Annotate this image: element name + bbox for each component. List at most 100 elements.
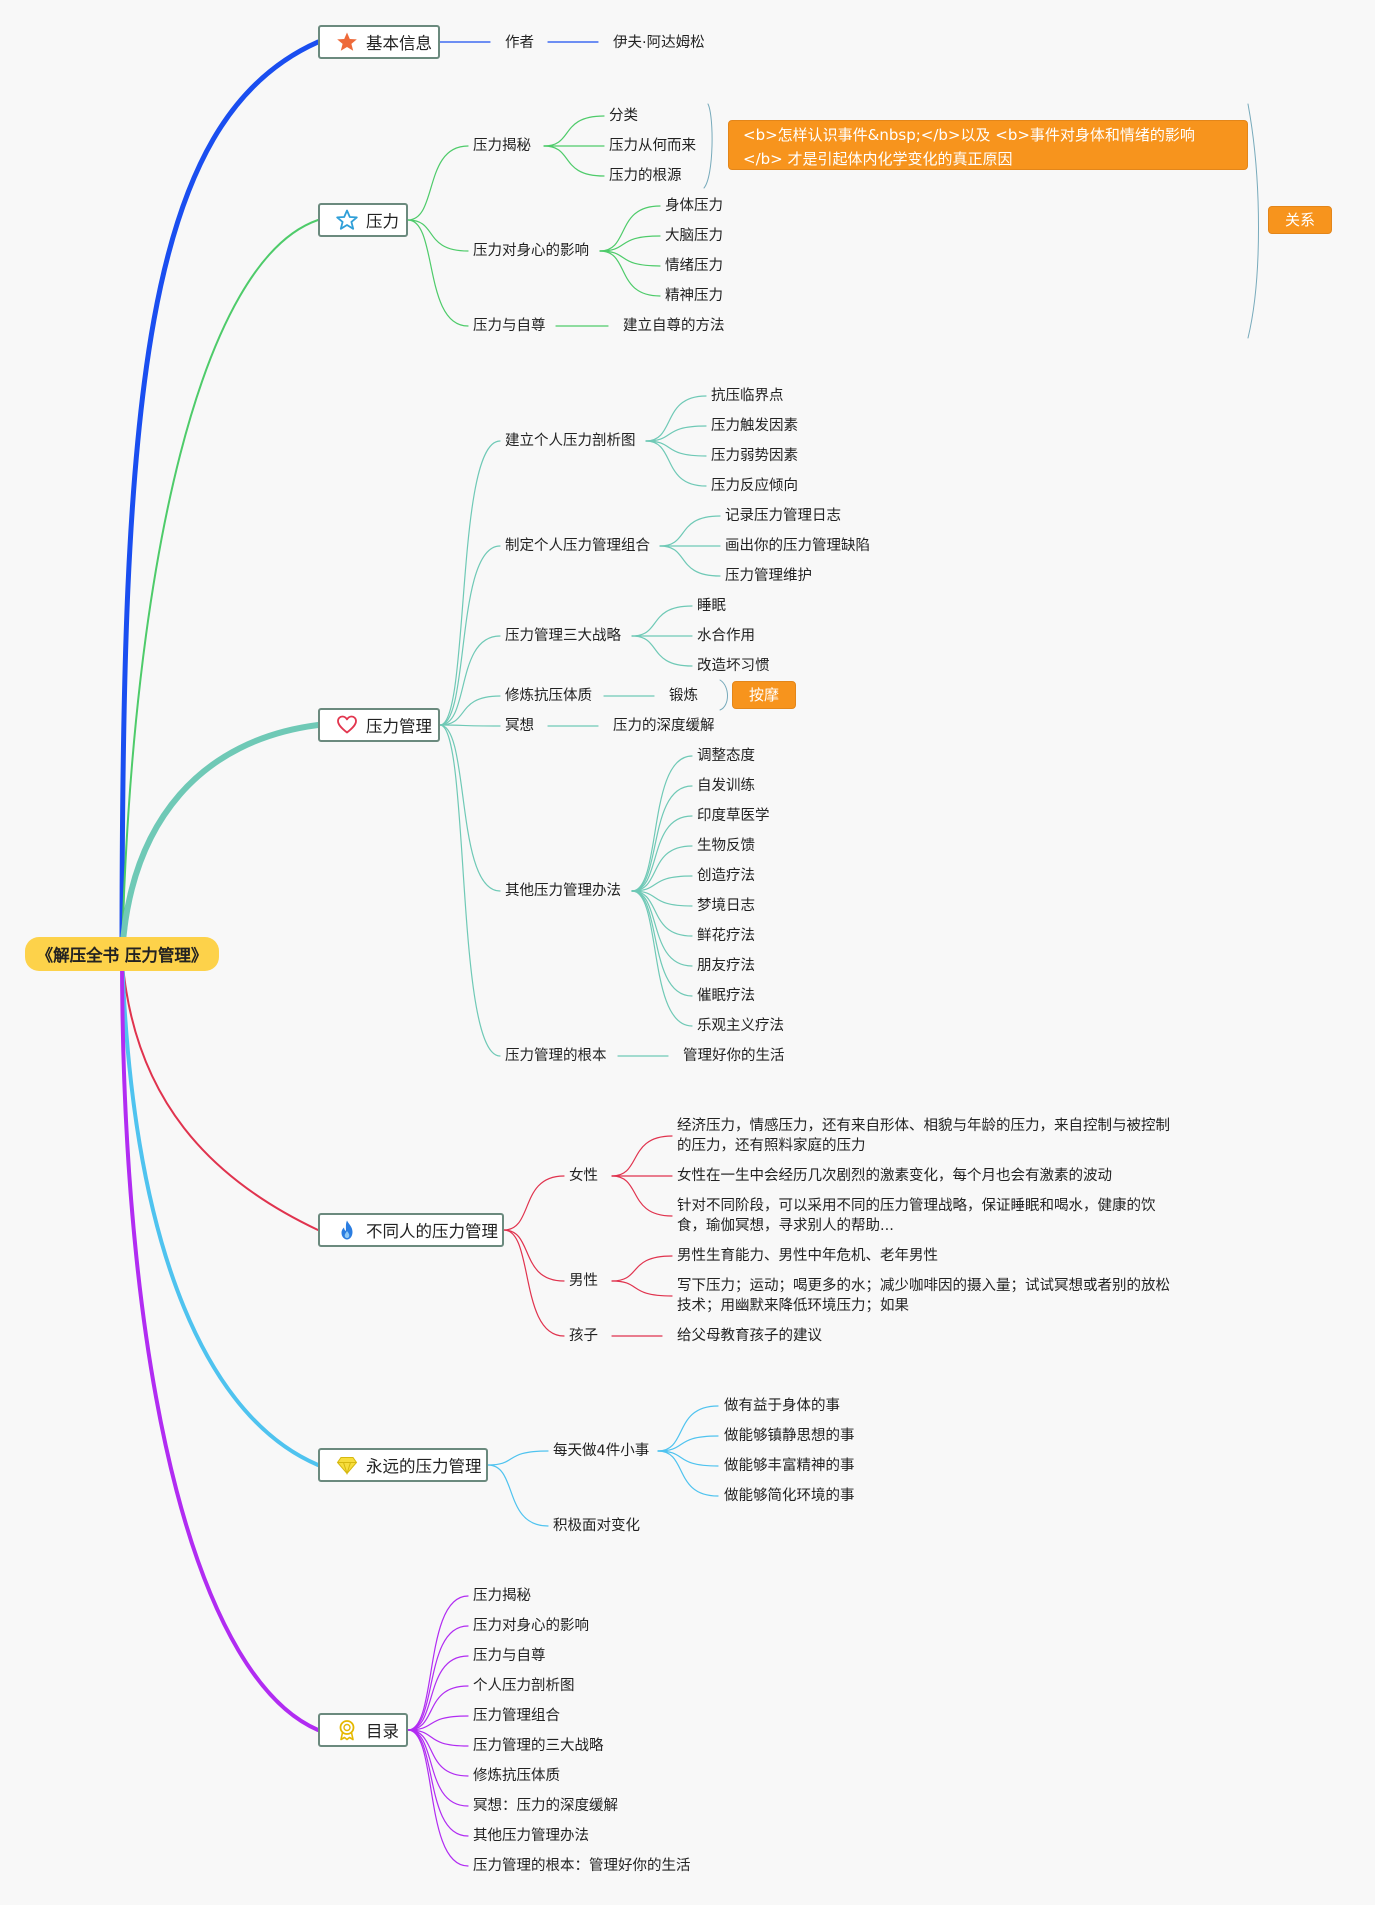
topic-basic-info[interactable]: 基本信息 bbox=[318, 25, 440, 59]
node-reveal-item[interactable]: 压力的根源 bbox=[609, 168, 682, 184]
node-women-item[interactable]: 针对不同阶段，可以采用不同的压力管理战略，保证睡眠和喝水，健康的饮食，瑜伽冥想，… bbox=[677, 1198, 1156, 1234]
node-daily-item[interactable]: 做能够丰富精神的事 bbox=[724, 1458, 855, 1474]
node-positive-change[interactable]: 积极面对变化 bbox=[553, 1518, 640, 1534]
node-toc-item[interactable]: 冥想：压力的深度缓解 bbox=[473, 1798, 618, 1814]
node-toc-item[interactable]: 压力管理的三大战略 bbox=[473, 1738, 604, 1754]
node-other-item[interactable]: 创造疗法 bbox=[697, 868, 755, 884]
topic-label: 压力 bbox=[366, 212, 399, 231]
connector-line bbox=[645, 440, 707, 457]
author-label[interactable]: 作者 bbox=[505, 35, 534, 51]
node-profile-item[interactable]: 压力反应倾向 bbox=[711, 478, 798, 494]
node-impact-item[interactable]: 情绪压力 bbox=[665, 258, 723, 274]
node-other-item[interactable]: 生物反馈 bbox=[697, 838, 755, 854]
node-combo-item[interactable]: 压力管理维护 bbox=[725, 568, 812, 584]
node-other-item[interactable]: 乐观主义疗法 bbox=[697, 1018, 784, 1034]
node-men-item[interactable]: 男性生育能力、男性中年危机、老年男性 bbox=[677, 1248, 938, 1264]
trunk-forever bbox=[120, 952, 320, 1467]
connector-line bbox=[543, 145, 605, 177]
node-other-methods[interactable]: 其他压力管理办法 bbox=[505, 883, 621, 899]
node-strategies[interactable]: 压力管理三大战略 bbox=[505, 628, 621, 644]
connector-line bbox=[657, 1450, 719, 1467]
topic-different-people[interactable]: 不同人的压力管理 bbox=[318, 1213, 504, 1247]
node-exercise[interactable]: 锻炼 bbox=[669, 688, 698, 704]
node-meditation[interactable]: 冥想 bbox=[505, 718, 534, 734]
node-reveal-item[interactable]: 分类 bbox=[609, 108, 638, 124]
root-topic[interactable]: 《解压全书 压力管理》 bbox=[25, 937, 219, 971]
node-manage-life[interactable]: 管理好你的生活 bbox=[683, 1048, 785, 1064]
node-impact-item[interactable]: 大脑压力 bbox=[665, 228, 723, 244]
connector-line bbox=[611, 1255, 673, 1282]
node-toc-item[interactable]: 个人压力剖析图 bbox=[473, 1678, 575, 1694]
node-toc-item[interactable]: 压力管理组合 bbox=[473, 1708, 560, 1724]
node-children-advice[interactable]: 给父母教育孩子的建议 bbox=[677, 1328, 822, 1344]
topic-toc[interactable]: 目录 bbox=[318, 1713, 408, 1747]
node-profile-item[interactable]: 压力弱势因素 bbox=[711, 448, 798, 464]
node-women-item[interactable]: 女性在一生中会经历几次剧烈的激素变化，每个月也会有激素的波动 bbox=[677, 1168, 1112, 1184]
topic-stress-management[interactable]: 压力管理 bbox=[318, 708, 440, 742]
note-massage[interactable]: 按摩 bbox=[732, 681, 796, 709]
trunk-people bbox=[121, 953, 319, 1231]
bracket-relation bbox=[1247, 103, 1259, 339]
node-other-item[interactable]: 催眠疗法 bbox=[697, 988, 755, 1004]
node-profile-item[interactable]: 压力触发因素 bbox=[711, 418, 798, 434]
connector-line bbox=[631, 785, 693, 892]
connector-line bbox=[645, 440, 707, 487]
connector-line bbox=[599, 235, 661, 252]
node-toc-item[interactable]: 压力揭秘 bbox=[473, 1588, 531, 1604]
connector-line bbox=[631, 845, 693, 892]
connector-line bbox=[631, 875, 693, 892]
node-other-item[interactable]: 自发训练 bbox=[697, 778, 755, 794]
node-combo[interactable]: 制定个人压力管理组合 bbox=[505, 538, 650, 554]
node-combo-item[interactable]: 画出你的压力管理缺陷 bbox=[725, 538, 870, 554]
node-daily-item[interactable]: 做能够简化环境的事 bbox=[724, 1488, 855, 1504]
node-daily-four[interactable]: 每天做4件小事 bbox=[553, 1443, 650, 1459]
node-pressure-reveal[interactable]: 压力揭秘 bbox=[473, 138, 531, 154]
node-toc-item[interactable]: 其他压力管理办法 bbox=[473, 1828, 589, 1844]
node-other-item[interactable]: 印度草医学 bbox=[697, 808, 770, 824]
node-self-esteem-method[interactable]: 建立自尊的方法 bbox=[623, 318, 725, 334]
note-event-cognition[interactable]: <b>怎样认识事件&nbsp;</b>以及 <b>事件对身体和情绪的影响</b>… bbox=[728, 120, 1248, 170]
node-women[interactable]: 女性 bbox=[569, 1168, 598, 1184]
node-daily-item[interactable]: 做有益于身体的事 bbox=[724, 1398, 840, 1414]
node-reveal-item[interactable]: 压力从何而来 bbox=[609, 138, 696, 154]
node-other-item[interactable]: 梦境日志 bbox=[697, 898, 755, 914]
node-impact-item[interactable]: 精神压力 bbox=[665, 288, 723, 304]
trunk-management bbox=[119, 722, 321, 957]
node-combo-item[interactable]: 记录压力管理日志 bbox=[725, 508, 841, 524]
node-constitution[interactable]: 修炼抗压体质 bbox=[505, 688, 592, 704]
node-men[interactable]: 男性 bbox=[569, 1273, 598, 1289]
node-pressure-impact[interactable]: 压力对身心的影响 bbox=[473, 243, 589, 259]
node-toc-item[interactable]: 压力与自尊 bbox=[473, 1648, 546, 1664]
node-strategy-item[interactable]: 睡眠 bbox=[697, 598, 726, 614]
topic-label: 不同人的压力管理 bbox=[366, 1222, 498, 1241]
node-other-item[interactable]: 鲜花疗法 bbox=[697, 928, 755, 944]
node-strategy-item[interactable]: 水合作用 bbox=[697, 628, 755, 644]
fire-icon bbox=[336, 1219, 358, 1241]
node-women-item[interactable]: 经济压力，情感压力，还有来自形体、相貌与年龄的压力，来自控制与被控制的压力，还有… bbox=[677, 1118, 1170, 1154]
node-men-item[interactable]: 写下压力；运动；喝更多的水；减少咖啡因的摄入量；试试冥想或者别的放松技术；用幽默… bbox=[677, 1278, 1170, 1314]
node-profile-item[interactable]: 抗压临界点 bbox=[711, 388, 784, 404]
node-children[interactable]: 孩子 bbox=[569, 1328, 598, 1344]
topic-forever[interactable]: 永远的压力管理 bbox=[318, 1448, 488, 1482]
connector-line bbox=[657, 1405, 719, 1452]
node-other-item[interactable]: 调整态度 bbox=[697, 748, 755, 764]
node-toc-item[interactable]: 压力对身心的影响 bbox=[473, 1618, 589, 1634]
connector-line bbox=[599, 250, 661, 267]
note-relation[interactable]: 关系 bbox=[1268, 206, 1332, 234]
topic-label: 基本信息 bbox=[366, 34, 432, 53]
node-strategy-item[interactable]: 改造坏习惯 bbox=[697, 658, 770, 674]
connector-line bbox=[645, 425, 707, 442]
node-profile[interactable]: 建立个人压力剖析图 bbox=[505, 433, 636, 449]
node-pressure-self-esteem[interactable]: 压力与自尊 bbox=[473, 318, 546, 334]
node-root-cause[interactable]: 压力管理的根本 bbox=[505, 1048, 607, 1064]
connector-line bbox=[439, 724, 501, 1057]
connector-pressure bbox=[407, 219, 469, 327]
node-other-item[interactable]: 朋友疗法 bbox=[697, 958, 755, 974]
node-toc-item[interactable]: 修炼抗压体质 bbox=[473, 1768, 560, 1784]
author-name[interactable]: 伊夫·阿达姆松 bbox=[613, 35, 705, 51]
node-impact-item[interactable]: 身体压力 bbox=[665, 198, 723, 214]
node-daily-item[interactable]: 做能够镇静思想的事 bbox=[724, 1428, 855, 1444]
topic-pressure[interactable]: 压力 bbox=[318, 203, 408, 237]
node-deep-relief[interactable]: 压力的深度缓解 bbox=[613, 718, 715, 734]
node-toc-item[interactable]: 压力管理的根本：管理好你的生活 bbox=[473, 1858, 691, 1874]
